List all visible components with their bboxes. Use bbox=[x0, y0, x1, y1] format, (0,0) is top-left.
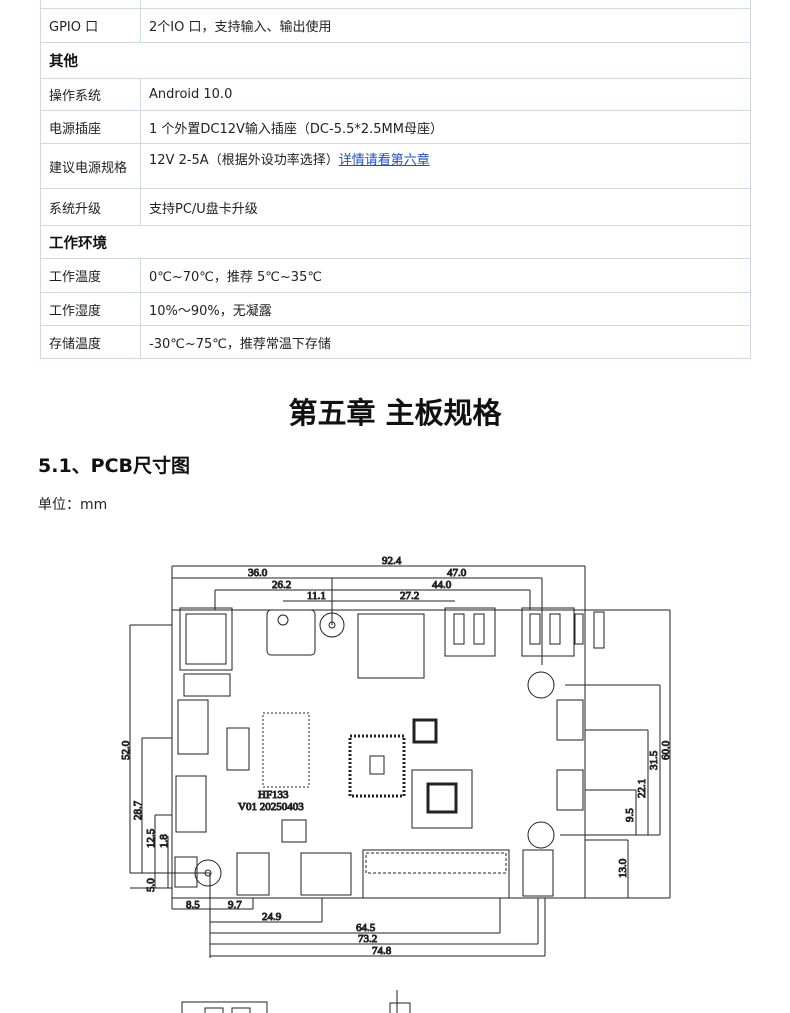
chapter-six-link[interactable]: 详情请看第六章 bbox=[338, 153, 430, 168]
table-row: 系统升级支持PC/U盘卡升级 bbox=[40, 188, 751, 226]
row-value: 2个IO 口，支持输入、输出使用 bbox=[140, 8, 751, 43]
dim-28-7: 28.7 bbox=[132, 800, 144, 820]
section-row: 其他 bbox=[40, 42, 751, 79]
dim-74-8: 74.8 bbox=[372, 945, 392, 957]
dim-47-0: 47.0 bbox=[447, 567, 467, 579]
dim-8-5: 8.5 bbox=[186, 899, 200, 911]
chapter-title: 第五章 主板规格 bbox=[288, 396, 502, 430]
row-label: 操作系统 bbox=[40, 78, 141, 111]
row-label: 电源插座 bbox=[40, 110, 141, 144]
dim-9-7: 9.7 bbox=[228, 899, 242, 911]
row-label: 建议电源规格 bbox=[40, 143, 141, 189]
board-name: HF133 bbox=[258, 789, 289, 801]
dim-12-5: 12.5 bbox=[145, 828, 157, 848]
row-label: 工作温度 bbox=[40, 258, 141, 293]
row-label: 系统升级 bbox=[40, 188, 141, 226]
row-value: 1 个外置DC12V输入插座（DC-5.5*2.5MM母座） bbox=[140, 110, 751, 144]
dim-73-2: 73.2 bbox=[358, 933, 377, 945]
dim-26-2: 26.2 bbox=[272, 579, 291, 591]
section-row: 工作环境 bbox=[40, 225, 751, 259]
row-value: -30℃~75℃，推荐常温下存储 bbox=[140, 325, 751, 359]
row-value: 0℃~70℃，推荐 5℃~35℃ bbox=[140, 258, 751, 293]
dim-11-1: 11.1 bbox=[307, 590, 326, 602]
dim-52-0: 52.0 bbox=[120, 740, 132, 760]
dim-44-0: 44.0 bbox=[432, 579, 452, 591]
dim-64-5: 64.5 bbox=[356, 922, 376, 934]
dim-5-0: 5.0 bbox=[145, 878, 157, 892]
dim-60-0: 60.0 bbox=[660, 740, 672, 760]
table-row: 存储温度-30℃~75℃，推荐常温下存储 bbox=[40, 325, 751, 359]
row-value: Android 10.0 bbox=[140, 78, 751, 111]
section-heading: 工作环境 bbox=[40, 225, 751, 259]
board-version: V01 20250403 bbox=[238, 801, 304, 813]
dim-13-0: 13.0 bbox=[617, 858, 629, 878]
dimension-labels: 92.4 36.0 47.0 26.2 44.0 11.1 27.2 52.0 … bbox=[120, 555, 673, 958]
dim-1-8: 1.8 bbox=[158, 834, 170, 848]
section-title: 5.1、PCB尺寸图 bbox=[38, 455, 191, 477]
table-row bbox=[40, 0, 751, 9]
dim-36-0: 36.0 bbox=[248, 567, 268, 579]
dim-27-2: 27.2 bbox=[400, 590, 419, 602]
row-label: 工作湿度 bbox=[40, 292, 141, 326]
side-view-drawing bbox=[181, 990, 411, 1013]
section-heading: 其他 bbox=[40, 42, 751, 79]
row-value: 支持PC/U盘卡升级 bbox=[140, 188, 751, 226]
unit-label: 单位：mm bbox=[38, 497, 108, 513]
dim-92-4: 92.4 bbox=[382, 555, 402, 567]
row-value: 10%～90%，无凝露 bbox=[140, 292, 751, 326]
dim-31-5: 31.5 bbox=[648, 750, 660, 770]
row-value: 12V 2-5A（根据外设功率选择）详情请看第六章 bbox=[140, 143, 751, 189]
dim-24-9: 24.9 bbox=[262, 911, 282, 923]
row-label: GPIO 口 bbox=[40, 8, 141, 43]
board-components bbox=[174, 607, 605, 899]
dimension-lines bbox=[129, 565, 671, 958]
dim-22-1: 22.1 bbox=[636, 779, 648, 798]
row-label: 存储温度 bbox=[40, 325, 141, 359]
dim-9-5: 9.5 bbox=[624, 808, 636, 822]
pcb-dimension-drawing: HF133 V01 20250403 92.4 36.0 47.0 26.2 4… bbox=[120, 555, 673, 1013]
